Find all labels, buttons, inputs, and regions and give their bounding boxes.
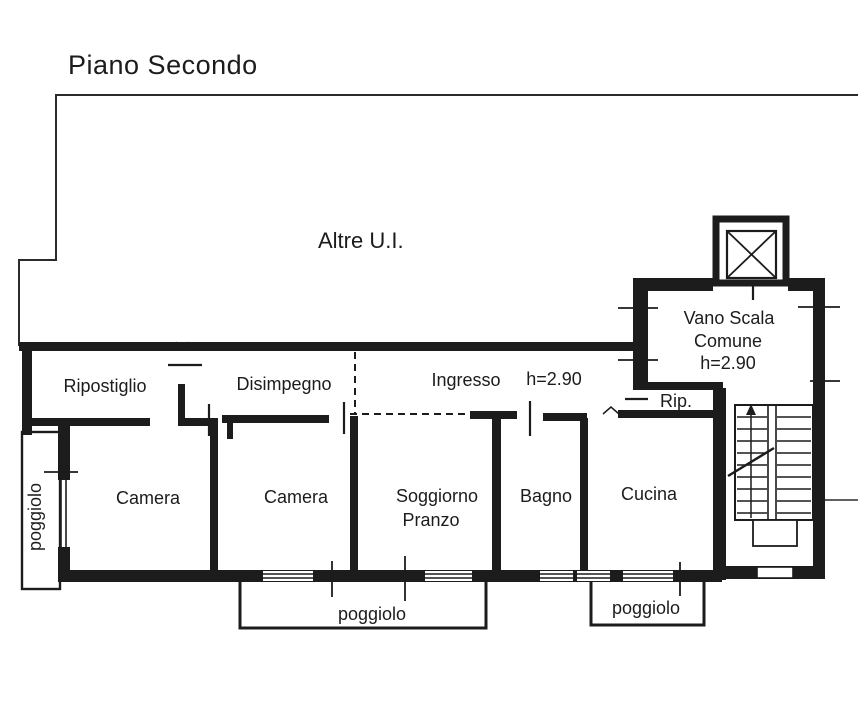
door-cucina xyxy=(602,406,620,415)
label-balcony-bottom-right: poggiolo xyxy=(612,598,680,618)
window-cucina xyxy=(623,571,673,581)
stair-arrow-icon xyxy=(746,404,756,415)
room-label-soggiorno: Soggiorno xyxy=(396,486,478,506)
label-vano-scala-1: Vano Scala xyxy=(684,308,776,328)
stair-treads-right xyxy=(777,416,811,514)
elevator-cross-icon xyxy=(726,230,777,279)
room-label-rip: Rip. xyxy=(660,391,692,411)
dashed-partitions xyxy=(350,352,470,415)
elevator-shaft xyxy=(712,215,790,287)
wall-ticks xyxy=(44,306,840,601)
room-label-pranzo: Pranzo xyxy=(402,510,459,530)
stair-landing xyxy=(752,519,798,547)
room-label-cucina: Cucina xyxy=(621,484,678,504)
room-label-ingresso: Ingresso xyxy=(431,370,500,390)
room-label-bagno: Bagno xyxy=(520,486,572,506)
label-balcony-bottom-center: poggiolo xyxy=(338,604,406,624)
room-label-camera-1: Camera xyxy=(116,488,181,508)
room-label-disimpegno: Disimpegno xyxy=(236,374,331,394)
labels: Piano Secondo Altre U.I. Ripostiglio Dis… xyxy=(25,50,775,624)
balcony-left xyxy=(20,430,62,591)
window-soggiorno xyxy=(425,571,472,581)
label-altre-ui: Altre U.I. xyxy=(318,228,404,253)
balcony-bottom-center xyxy=(238,582,488,630)
label-ingresso-height: h=2.90 xyxy=(526,369,582,389)
balconies xyxy=(20,430,706,630)
room-label-ripostiglio: Ripostiglio xyxy=(63,376,146,396)
stair-entry-step xyxy=(756,566,794,579)
label-vano-scala-3: h=2.90 xyxy=(700,353,756,373)
outer-boundary xyxy=(18,94,858,501)
window-cucina-left xyxy=(577,571,610,581)
label-vano-scala-2: Comune xyxy=(694,331,762,351)
window-camera-1-balcony xyxy=(56,480,72,547)
label-balcony-left: poggiolo xyxy=(25,483,45,551)
balcony-bottom-right xyxy=(589,582,706,627)
room-label-camera-2: Camera xyxy=(264,487,329,507)
staircase xyxy=(727,404,814,579)
stair-divider xyxy=(767,405,777,520)
window-camera-2 xyxy=(263,571,313,581)
stair-treads-left xyxy=(737,416,767,514)
plan-title: Piano Secondo xyxy=(68,50,258,80)
window-bagno xyxy=(540,571,573,581)
